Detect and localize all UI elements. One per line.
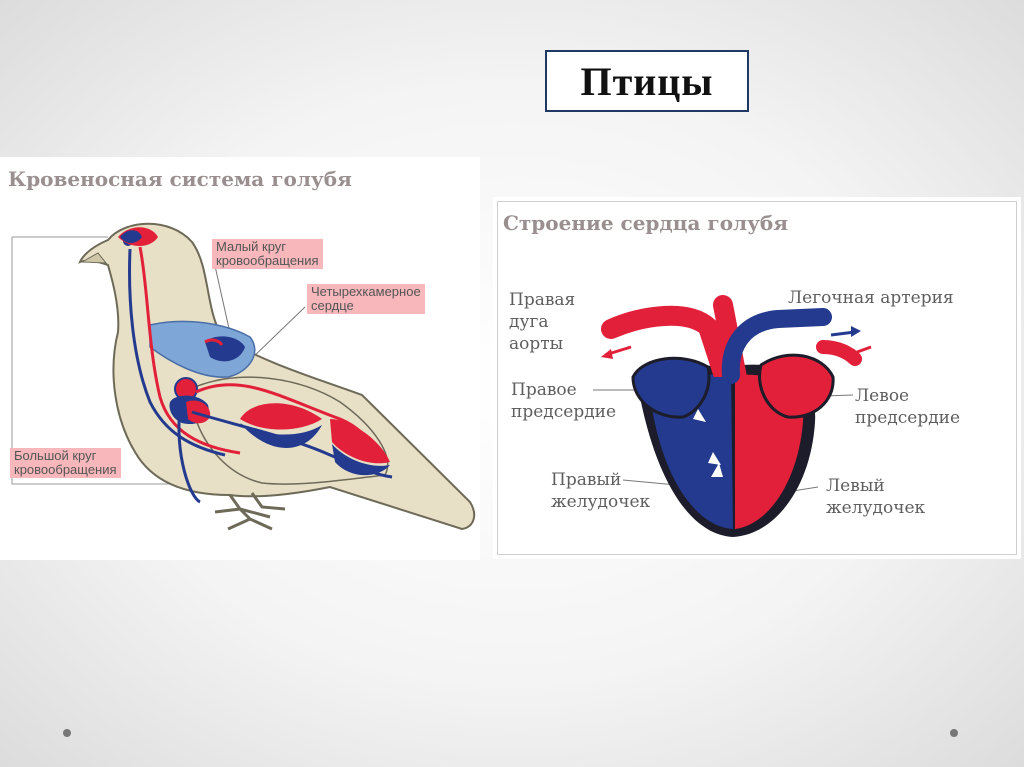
label-right-ventricle-line1: Правый [551,469,650,491]
small-circle-callout-line1: Малый круг [216,240,319,254]
slide-nav-dot-right [950,729,958,737]
slide-nav-dot-left [63,729,71,737]
label-right-aorta-arch-line2: дуга [509,311,575,333]
label-right-aorta-arch: Правая дуга аорты [509,289,575,355]
pigeon-circulation-panel: Кровеносная система голубя [0,157,480,560]
slide-title: Птицы [545,50,749,112]
label-left-ventricle-line1: Левый [826,475,925,497]
label-right-aorta-arch-line3: аорты [509,333,575,355]
small-circle-callout-line2: кровообращения [216,254,319,268]
label-pulmonary-artery: Легочная артерия [788,287,954,309]
heart-callout: Четырехкамерное сердце [307,284,425,314]
label-left-atrium-line1: Левое [855,385,960,407]
label-left-ventricle: Левый желудочек [826,475,925,519]
label-right-atrium-line1: Правое [511,379,616,401]
heart-callout-line1: Четырехкамерное [311,285,421,299]
label-pulmonary-artery-line1: Легочная артерия [788,287,954,309]
pigeon-illustration [0,157,480,560]
label-right-ventricle-line2: желудочек [551,491,650,513]
heart-structure-panel: Строение сердца голубя Пра [493,197,1021,559]
label-right-ventricle: Правый желудочек [551,469,650,513]
large-circle-callout-line2: кровообращения [14,463,117,477]
label-right-aorta-arch-line1: Правая [509,289,575,311]
label-left-atrium-line2: предсердие [855,407,960,429]
large-circle-callout-line1: Большой круг [14,449,117,463]
small-circle-callout: Малый круг кровообращения [212,239,323,269]
label-right-atrium: Правое предсердие [511,379,616,423]
label-right-atrium-line2: предсердие [511,401,616,423]
label-left-atrium: Левое предсердие [855,385,960,429]
heart-callout-line2: сердце [311,299,421,313]
label-left-ventricle-line2: желудочек [826,497,925,519]
large-circle-callout: Большой круг кровообращения [10,448,121,478]
